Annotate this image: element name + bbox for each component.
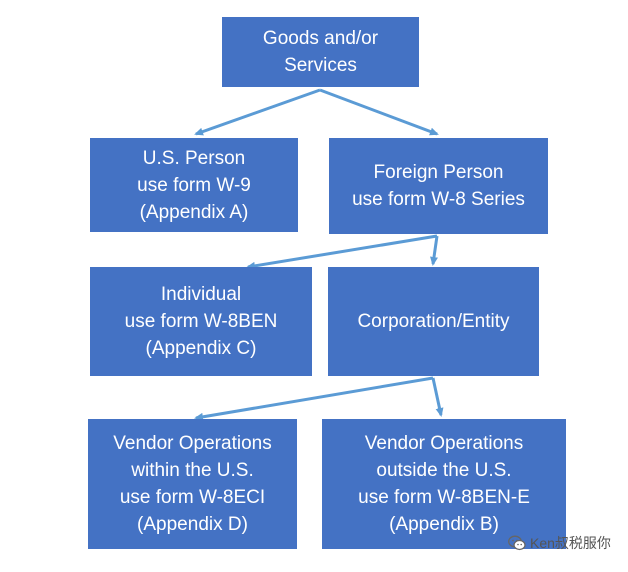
arrow-foreign-person-to-corporation bbox=[430, 235, 439, 266]
node-individual-line-2: use form W-8BEN bbox=[124, 311, 278, 332]
watermark-text: Ken叔税服你 bbox=[530, 535, 611, 551]
node-us-person: U.S. Person use form W-9 (Appendix A) bbox=[90, 138, 298, 232]
node-individual-line-1: Individual bbox=[160, 284, 242, 305]
node-vendor-within-line-2: within the U.S. bbox=[131, 460, 254, 481]
node-vendor-outside-us: Vendor Operations outside the U.S. use f… bbox=[322, 419, 566, 549]
node-vendor-within-line-4: (Appendix D) bbox=[137, 514, 248, 535]
node-corporation-entity: Corporation/Entity bbox=[328, 267, 539, 376]
arrow-foreign-person-to-individual bbox=[246, 234, 438, 270]
node-foreign-person-line-1: Foreign Person bbox=[373, 162, 504, 183]
node-goods-line-2: Services bbox=[284, 55, 357, 76]
node-goods-services: Goods and/or Services bbox=[222, 17, 419, 87]
arrow-goods-to-us-person bbox=[194, 88, 321, 136]
node-vendor-within-line-1: Vendor Operations bbox=[113, 433, 272, 454]
node-foreign-person: Foreign Person use form W-8 Series bbox=[329, 138, 548, 234]
node-goods-line-1: Goods and/or bbox=[262, 28, 379, 49]
arrow-goods-to-foreign-person bbox=[319, 88, 439, 136]
node-foreign-person-line-2: use form W-8 Series bbox=[352, 189, 525, 210]
node-vendor-outside-line-1: Vendor Operations bbox=[364, 433, 524, 454]
node-vendor-outside-line-3: use form W-8BEN-E bbox=[358, 487, 530, 508]
wechat-icon bbox=[508, 535, 526, 551]
node-corporation-line-1: Corporation/Entity bbox=[357, 311, 510, 332]
node-vendor-outside-line-4: (Appendix B) bbox=[389, 514, 499, 535]
node-vendor-within-line-3: use form W-8ECI bbox=[119, 487, 266, 508]
arrow-corporation-to-vendor-outside bbox=[431, 377, 444, 417]
node-us-person-line-2: use form W-9 bbox=[137, 174, 251, 196]
node-vendor-within-us: Vendor Operations within the U.S. use fo… bbox=[88, 419, 297, 549]
watermark: Ken叔税服你 bbox=[508, 533, 611, 553]
node-us-person-line-1: U.S. Person bbox=[142, 147, 246, 169]
node-us-person-line-3: (Appendix A) bbox=[139, 201, 249, 223]
node-individual-line-3: (Appendix C) bbox=[145, 338, 257, 359]
node-individual: Individual use form W-8BEN (Appendix C) bbox=[90, 267, 312, 376]
node-vendor-outside-line-2: outside the U.S. bbox=[376, 460, 512, 481]
arrow-corporation-to-vendor-within bbox=[194, 376, 434, 421]
